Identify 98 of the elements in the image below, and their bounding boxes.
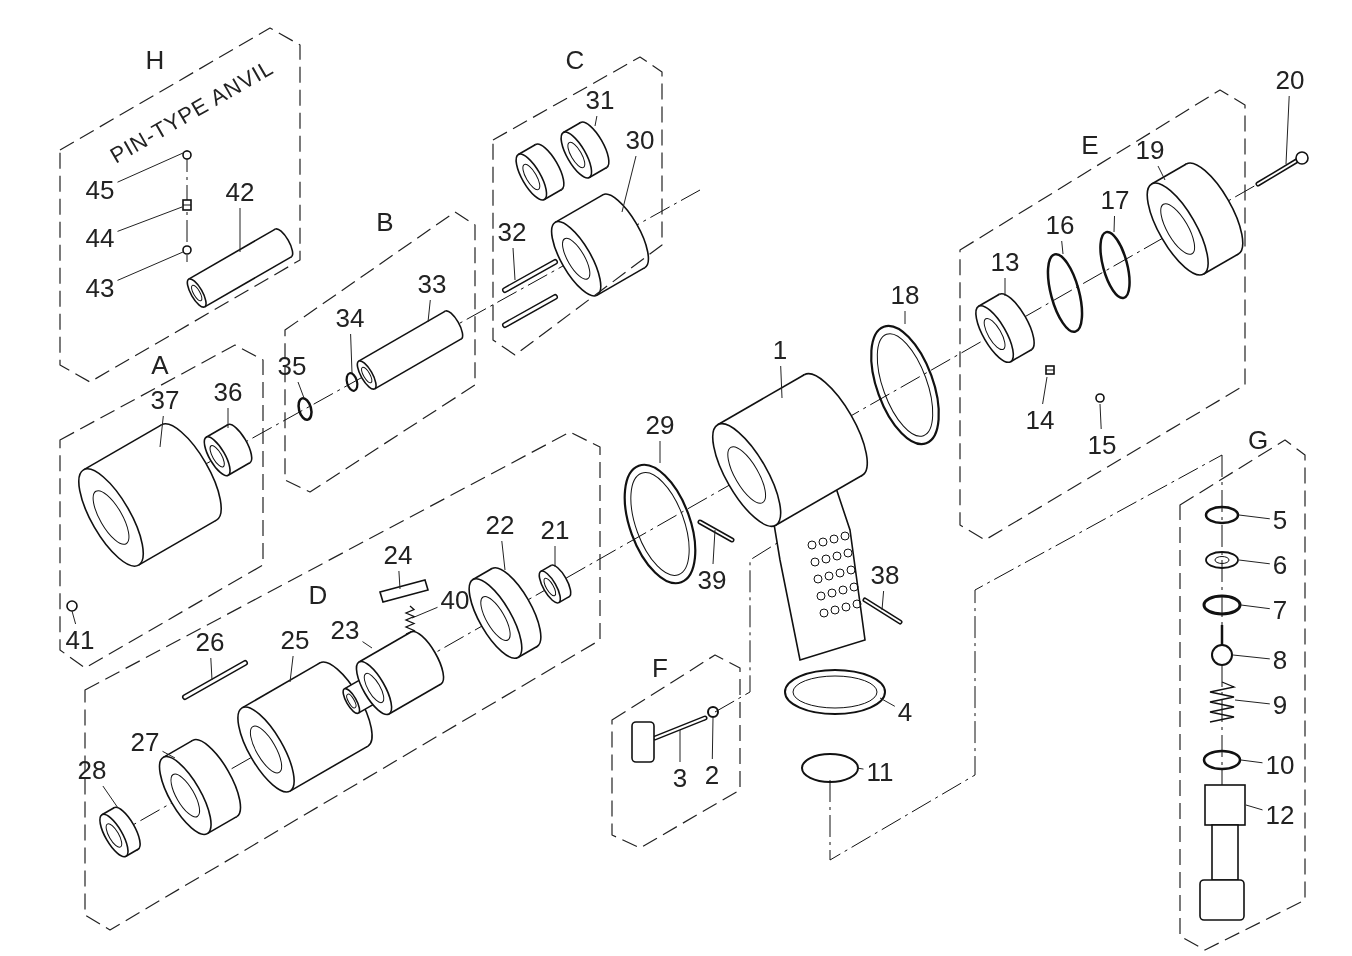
leader-line	[411, 606, 438, 619]
callout-number: 13	[989, 248, 1021, 276]
callout-number: 9	[1271, 691, 1289, 719]
leader-line	[879, 697, 896, 707]
callout-number: 40	[439, 586, 471, 614]
leader-line	[162, 750, 176, 759]
callout-number: 23	[329, 616, 361, 644]
leader-line	[297, 381, 305, 399]
callout-number: 17	[1099, 186, 1131, 214]
callout-number: 34	[334, 304, 366, 332]
group-letter: E	[1081, 132, 1099, 158]
callout-number: 15	[1086, 431, 1118, 459]
leader-line	[1234, 699, 1271, 705]
leader-line	[289, 655, 294, 683]
callout-number: 42	[224, 178, 256, 206]
callout-number: 14	[1024, 406, 1056, 434]
callout-number: 6	[1271, 551, 1289, 579]
callout-number: 7	[1271, 596, 1289, 624]
leader-line	[1238, 559, 1271, 565]
leader-line	[117, 206, 183, 232]
callout-number: 39	[696, 566, 728, 594]
leader-line	[711, 717, 714, 760]
callout-number: 16	[1044, 211, 1076, 239]
callout-number: 2	[703, 761, 721, 789]
leader-line	[1042, 376, 1048, 405]
leader-line	[1113, 215, 1115, 233]
leader-line	[1157, 165, 1166, 181]
callout-number: 33	[416, 270, 448, 298]
callout-number: 27	[129, 728, 161, 756]
leader-line	[501, 540, 506, 571]
callout-number: 18	[889, 281, 921, 309]
leader-line	[102, 785, 119, 809]
callout-number: 8	[1271, 646, 1289, 674]
callout-number: 24	[382, 541, 414, 569]
callout-number: 28	[76, 756, 108, 784]
leader-line	[427, 299, 431, 323]
group-letter: F	[652, 655, 668, 681]
callout-number: 5	[1271, 506, 1289, 534]
group-letter: G	[1247, 427, 1269, 453]
leader-line	[712, 529, 716, 565]
leader-line	[159, 415, 164, 448]
callout-number: 19	[1134, 136, 1166, 164]
leader-line	[856, 767, 864, 770]
leader-line	[594, 115, 598, 127]
callout-number: 4	[896, 698, 914, 726]
callout-number: 32	[496, 218, 528, 246]
group-letter: D	[308, 582, 328, 608]
group-letter: C	[565, 47, 585, 73]
leader-line	[1099, 403, 1102, 430]
leader-line	[117, 251, 184, 281]
callout-number: 35	[276, 352, 308, 380]
leader-line	[1245, 804, 1263, 811]
callout-number: 11	[865, 758, 895, 786]
leader-line	[554, 545, 556, 568]
leader-line	[881, 590, 885, 611]
callout-number: 30	[624, 126, 656, 154]
callout-number: 37	[149, 386, 181, 414]
group-letter: H	[145, 47, 165, 73]
callout-number: 25	[279, 626, 311, 654]
leader-line	[679, 729, 681, 763]
leader-line	[210, 657, 213, 681]
callout-number: 31	[584, 86, 616, 114]
leader-line	[350, 333, 353, 374]
leader-line	[512, 247, 516, 281]
leader-line	[659, 440, 661, 464]
callout-number: 3	[671, 764, 689, 792]
group-letter: B	[376, 209, 394, 235]
callout-number: 29	[644, 411, 676, 439]
leader-line	[227, 407, 229, 429]
callout-number: 26	[194, 628, 226, 656]
callout-number: 41	[64, 626, 96, 654]
leader-line	[904, 310, 906, 325]
callout-number: 10	[1264, 751, 1296, 779]
leader-line	[1061, 240, 1064, 255]
leader-line	[780, 365, 783, 399]
callout-number: 36	[212, 378, 244, 406]
leader-line	[1232, 654, 1271, 660]
callout-number: 43	[84, 274, 116, 302]
callout-number: 22	[484, 511, 516, 539]
leader-line	[117, 152, 184, 183]
leader-line	[239, 207, 241, 253]
callout-number: 44	[84, 224, 116, 252]
callout-number: 20	[1274, 66, 1306, 94]
leader-line	[1285, 95, 1290, 165]
leader-line	[362, 641, 373, 649]
leader-line	[1240, 759, 1263, 764]
leader-line	[621, 155, 637, 213]
callout-number: 21	[539, 516, 571, 544]
leader-line	[1004, 277, 1006, 297]
callout-number: 45	[84, 176, 116, 204]
group-letter: A	[151, 352, 169, 378]
leader-line	[1240, 604, 1271, 610]
callout-number: 38	[869, 561, 901, 589]
leader-line	[398, 570, 401, 590]
leader-line	[71, 610, 77, 625]
callout-number: 1	[771, 336, 789, 364]
callout-number: 12	[1264, 801, 1296, 829]
leader-line	[1238, 514, 1271, 520]
